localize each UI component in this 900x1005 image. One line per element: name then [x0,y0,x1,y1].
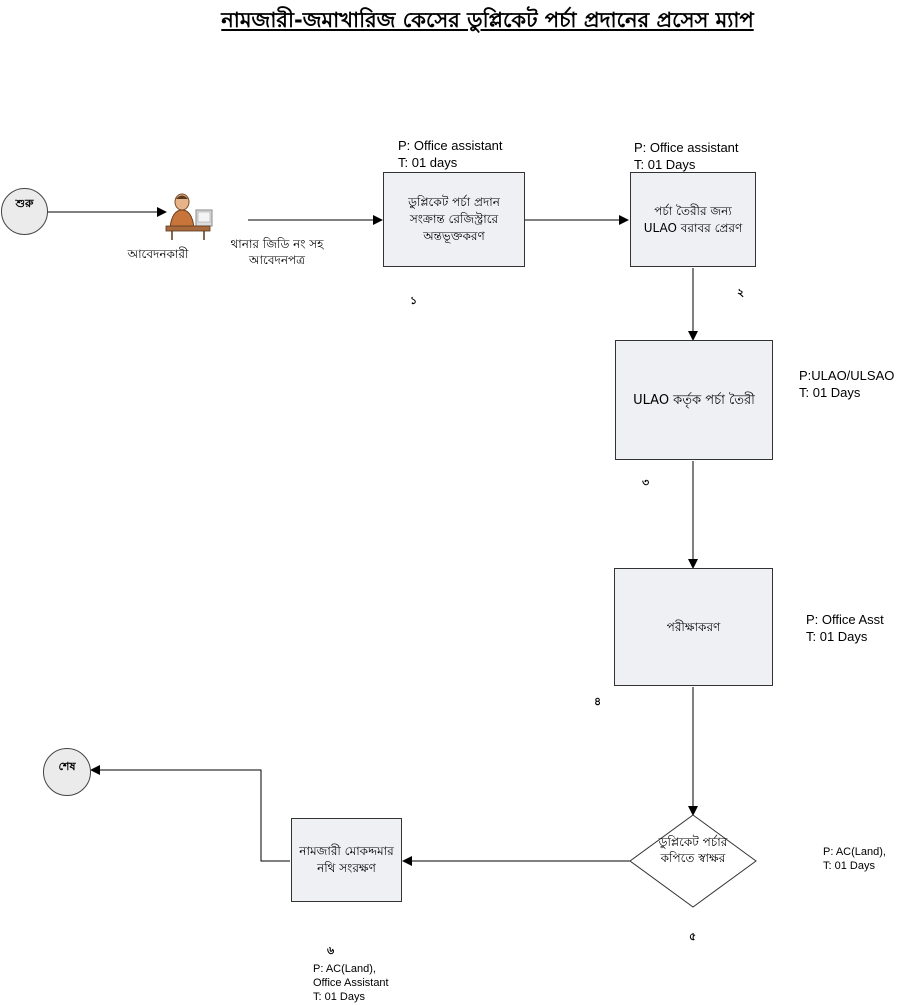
step-6-box: নামজারী মোকদ্দমার নথি সংরক্ষণ [291,818,402,902]
step-5-text: ডুপ্লিকেট পর্চার কপিতে স্বাক্ষর [658,835,728,865]
step-5-number: ৫ [689,930,697,943]
step-2-pt: P: Office assistant T: 01 Days [634,140,739,172]
applicant-label: আবেদনকারী [127,247,189,261]
end-label: শেষ [58,759,76,773]
end-node: শেষ [43,748,91,796]
step-4-text: পরীক্ষাকরণ [666,619,721,634]
step-1-box: ডুপ্লিকেট পর্চা প্রদান সংক্রান্ত রেজিস্ট… [383,172,525,267]
step-6-text: নামজারী মোকদ্দমার নথি সংরক্ষণ [299,844,394,875]
decision-diamond [629,814,757,908]
step-6-number: ৬ [327,944,335,957]
application-label: থানার জিডি নং সহ আবেদনপত্র [230,237,324,267]
applicant-figure [160,190,220,242]
step-1-text: ডুপ্লিকেট পর্চা প্রদান সংক্রান্ত রেজিস্ট… [408,195,500,243]
arrow-step6-to-end [90,765,290,862]
step-4-pt: P: Office Asst T: 01 Days [806,612,884,644]
person-at-desk-icon [165,193,213,240]
step-3-box: ULAO কর্তৃক পর্চা তৈরী [615,340,773,460]
step-3-number: ৩ [642,476,650,489]
step-2-number: ২ [737,286,745,299]
step-4-box: পরীক্ষাকরণ [614,568,773,686]
step-4-number: ৪ [594,695,602,708]
step-6-pt: P: AC(Land), Office Assistant T: 01 Days [313,963,389,1003]
step-2-box: পর্চা তৈরীর জন্য ULAO বরাবর প্রেরণ [630,172,756,267]
step-2-text: পর্চা তৈরীর জন্য ULAO বরাবর প্রেরণ [643,203,743,235]
step-3-pt: P:ULAO/ULSAO T: 01 Days [799,368,895,400]
start-node: শুরু [1,188,48,235]
step-3-text: ULAO কর্তৃক পর্চা তৈরী [633,392,755,408]
start-label: শুরু [15,197,34,210]
page-title: নামজারী-জমাখারিজ কেসের ডুপ্লিকেট পর্চা প… [221,8,754,32]
step-5-pt: P: AC(Land), T: 01 Days [823,846,886,872]
step-1-number: ১ [410,294,418,307]
step-1-pt: P: Office assistant T: 01 days [398,138,503,170]
